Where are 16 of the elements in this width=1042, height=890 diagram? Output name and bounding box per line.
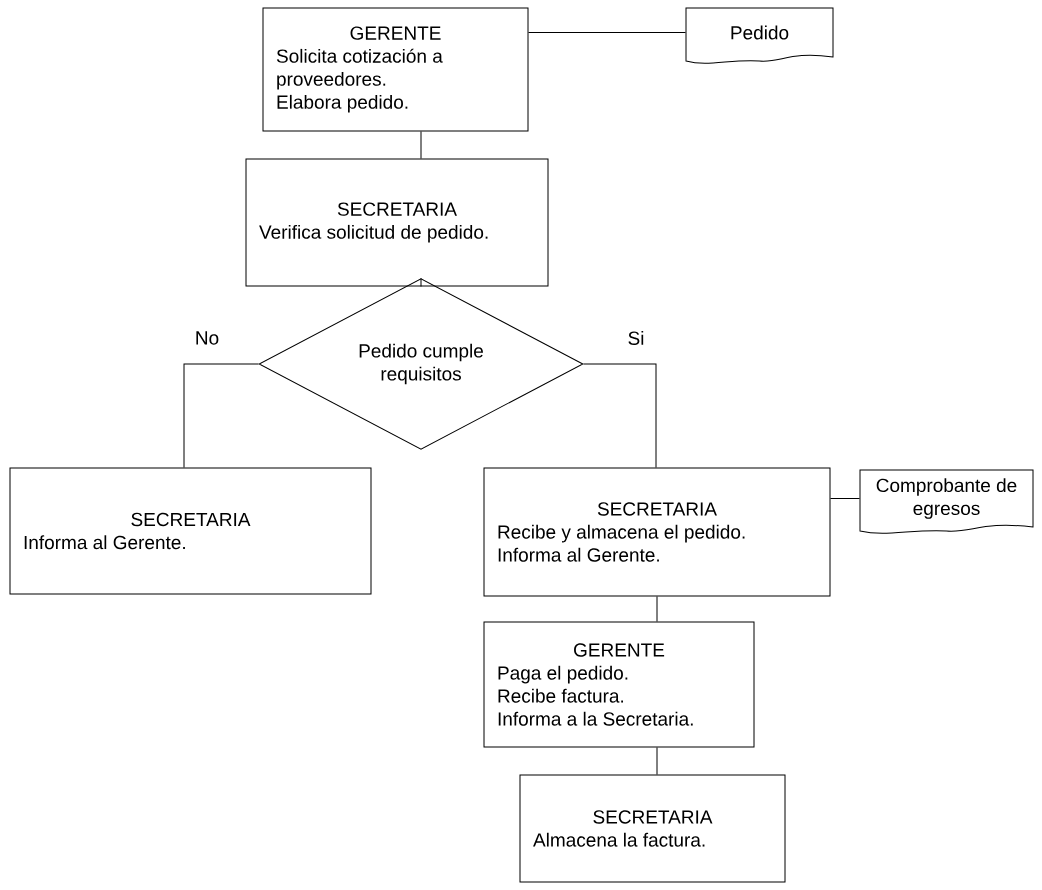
- process-box: SECRETARIA Verifica solicitud de pedido.: [245, 158, 549, 287]
- connector-line: [583, 363, 657, 468]
- connector-line: [656, 747, 658, 775]
- edge-label: Si: [626, 330, 646, 346]
- process-box: SECRETARIA Almacena la factura.: [519, 774, 786, 883]
- connector-line: [830, 498, 860, 499]
- process-box: GERENTE Paga el pedido. Recibe factura. Informa a la Secretaria.: [483, 621, 755, 748]
- connector-line: [183, 363, 259, 468]
- process-box: GERENTE Solicita cotización a proveedores. Elabora pedido.: [262, 7, 529, 132]
- connector-line: [420, 131, 422, 159]
- connector-line: [656, 596, 658, 622]
- connector-line: [420, 277, 422, 287]
- edge-label: No: [193, 330, 221, 346]
- connector-line: [528, 32, 686, 33]
- process-box: SECRETARIA Recibe y almacena el pedido. Informa al Gerente.: [483, 467, 831, 597]
- process-box: SECRETARIA Informa al Gerente.: [9, 467, 372, 595]
